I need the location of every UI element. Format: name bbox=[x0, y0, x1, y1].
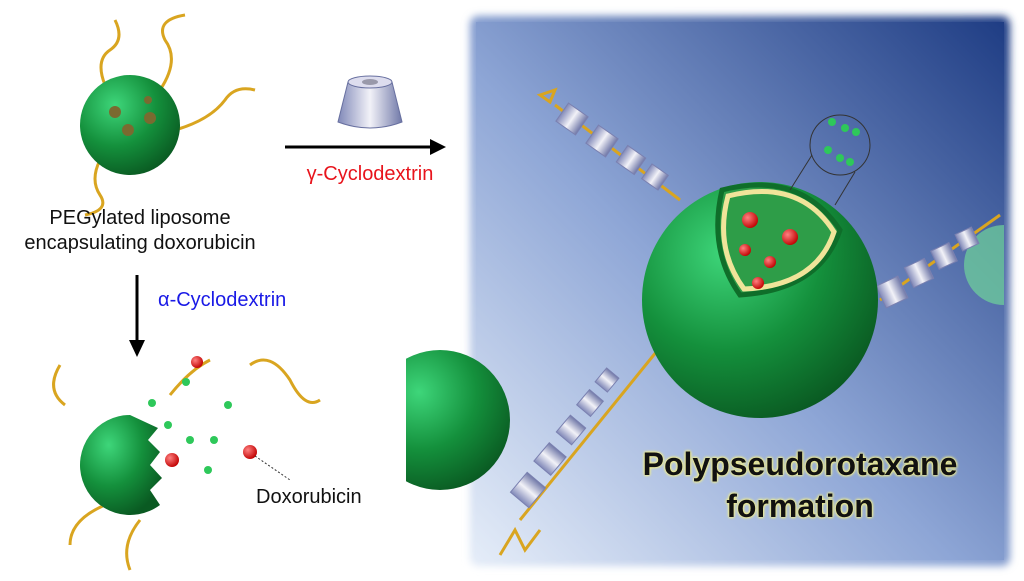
result-title-line2: formation bbox=[726, 488, 874, 524]
disrupted-liposome bbox=[52, 356, 321, 571]
main-liposome bbox=[642, 114, 878, 418]
doxorubicin-label: Doxorubicin bbox=[256, 486, 362, 508]
cyclodextrin-cone-icon bbox=[337, 81, 403, 129]
polypseudorotaxane-chain bbox=[498, 87, 1001, 556]
gamma-cd-arrow bbox=[285, 75, 446, 155]
liposome-label-line1: PEGylated liposome bbox=[49, 207, 231, 229]
neighbor-liposome bbox=[370, 350, 510, 490]
result-title-line1: Polypseudorotaxane bbox=[642, 446, 958, 482]
gamma-cyclodextrin-label: γ-Cyclodextrin bbox=[306, 163, 434, 185]
alpha-cyclodextrin-label: α-Cyclodextrin bbox=[158, 289, 287, 311]
liposome-label-line2: encapsulating doxorubicin bbox=[24, 232, 256, 254]
pegylated-liposome bbox=[80, 13, 256, 217]
alpha-cd-arrow bbox=[129, 275, 145, 357]
